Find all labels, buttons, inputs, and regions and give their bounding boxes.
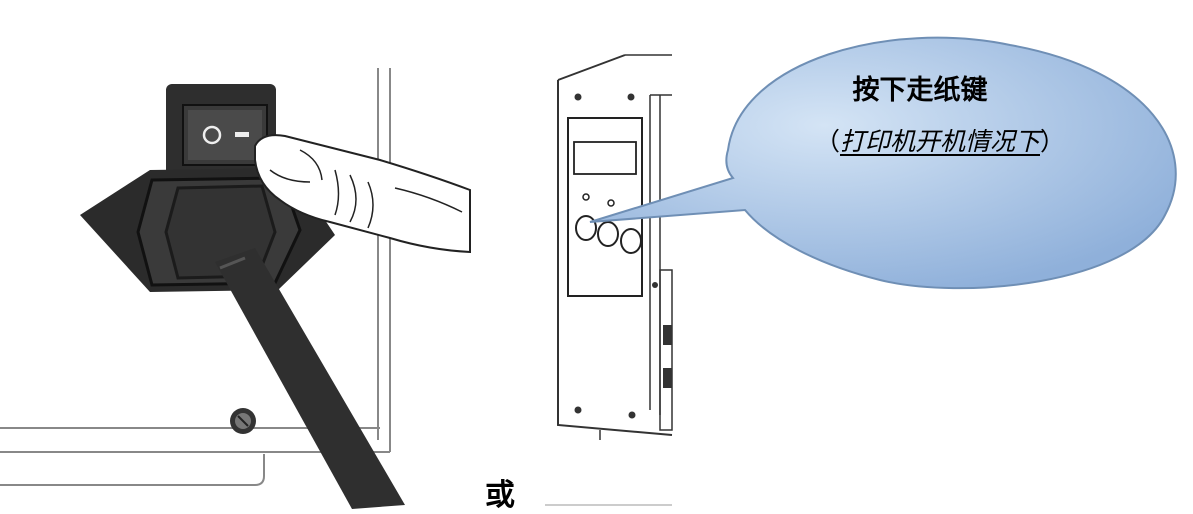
- hand-pressing-icon: [254, 134, 471, 254]
- callout-subtitle: （打印机开机情况下）: [760, 122, 1120, 158]
- screw-icon: [230, 408, 256, 434]
- feed-button-icon: [575, 215, 597, 241]
- callout-subtitle-open: （: [814, 127, 840, 156]
- power-switch-illustration: [0, 68, 471, 509]
- power-switch-icon: [166, 84, 276, 176]
- callout-title: 按下走纸键: [852, 75, 988, 106]
- callout-subtitle-text: 打印机开机情况下: [839, 127, 1040, 156]
- power-plug-icon: [80, 168, 405, 509]
- printer-front-panel-icon: [545, 54, 673, 506]
- callout-subtitle-close: ）: [1040, 127, 1066, 156]
- callout-bubble: [589, 36, 1177, 290]
- or-connector-label: 或: [485, 478, 515, 513]
